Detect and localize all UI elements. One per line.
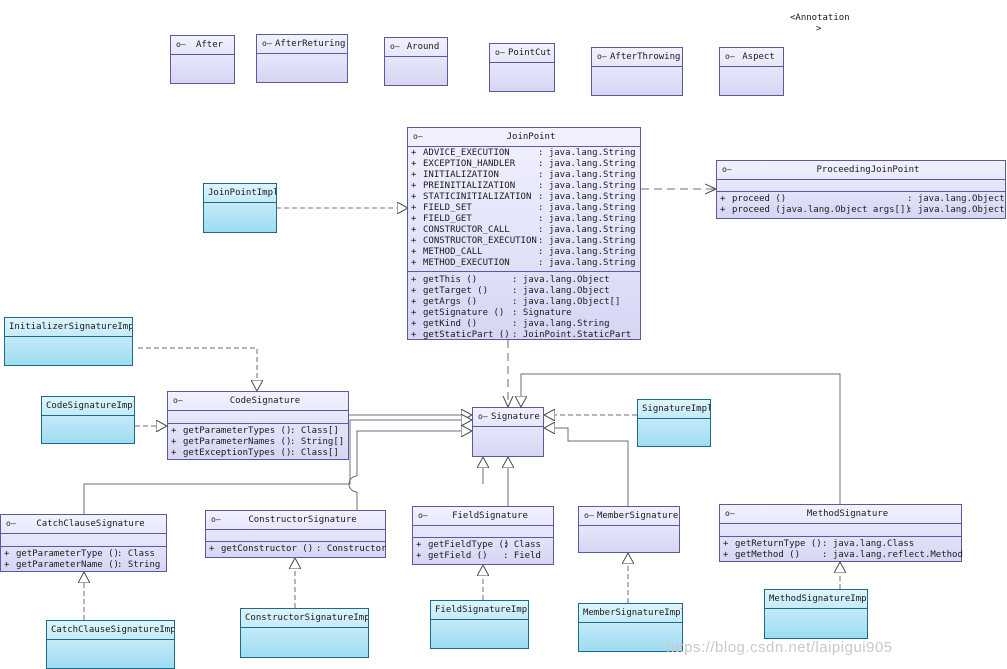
class-afterreturing[interactable]: o—AfterReturing xyxy=(256,34,348,83)
generalization-ctorsig-signature xyxy=(356,431,472,510)
class-codesignatureimpl[interactable]: CodeSignatureImpl xyxy=(41,396,135,444)
method-row: +getThis (): java.lang.Object xyxy=(411,275,610,285)
class-proceedingjoinpoint[interactable]: o—ProceedingJoinPoint +proceed (): java.… xyxy=(716,160,1006,219)
field-row: +EXCEPTION_HANDLER: java.lang.String xyxy=(411,159,636,169)
method-row: +getParameterTypes (): Class[] xyxy=(171,426,339,436)
field-row: +CONSTRUCTOR_CALL: java.lang.String xyxy=(411,225,636,235)
method-row: +getField (): Field xyxy=(416,551,541,561)
field-row: +FIELD_SET: java.lang.String xyxy=(411,203,636,213)
joinpoint-methods: +getThis (): java.lang.Object +getTarget… xyxy=(408,271,640,340)
field-row: +PREINITIALIZATION: java.lang.String xyxy=(411,181,636,191)
class-membersignature[interactable]: o—MemberSignature xyxy=(578,506,680,553)
class-initializersignatureimpl[interactable]: InitializerSignatureImpl xyxy=(4,317,133,366)
method-row: +getKind (): java.lang.String xyxy=(411,319,610,329)
joinpoint-fields: +ADVICE_EXECUTION: java.lang.String +EXC… xyxy=(408,146,640,271)
class-aspect[interactable]: o—Aspect xyxy=(719,47,784,96)
class-after[interactable]: o—After xyxy=(170,35,235,84)
method-row: +getSignature (): Signature xyxy=(411,308,572,318)
class-around[interactable]: o—Around xyxy=(384,37,448,86)
method-row: +getReturnType (): java.lang.Class xyxy=(723,539,915,549)
class-icon: o— xyxy=(478,412,488,421)
class-codesignature[interactable]: o—CodeSignature +getParameterTypes (): C… xyxy=(167,391,349,460)
method-row: +getTarget (): java.lang.Object xyxy=(411,286,610,296)
class-icon: o— xyxy=(413,132,423,141)
watermark-text: https://blog.csdn.net/laipigui905 xyxy=(666,639,893,656)
class-icon: o— xyxy=(262,39,272,48)
class-methodsignature[interactable]: o—MethodSignature +getReturnType (): jav… xyxy=(719,504,963,562)
generalization-methodsig-signature xyxy=(521,373,841,504)
method-row: +getParameterType (): Class xyxy=(4,549,155,559)
class-constructorsignature[interactable]: o—ConstructorSignature +getConstructor (… xyxy=(205,510,386,558)
method-row: +getMethod (): java.lang.reflect.Method xyxy=(723,550,963,560)
generalization-catchsig-signature xyxy=(83,420,472,514)
field-row: +METHOD_CALL: java.lang.String xyxy=(411,247,636,257)
class-fieldsignature[interactable]: o—FieldSignature +getFieldType (): Class… xyxy=(412,506,554,565)
field-row: +FIELD_GET: java.lang.String xyxy=(411,214,636,224)
field-row: +STATICINITIALIZATION: java.lang.String xyxy=(411,192,636,202)
class-icon: o— xyxy=(725,52,735,61)
class-icon: o— xyxy=(211,515,221,524)
method-row: +proceed (): java.lang.Object xyxy=(720,194,1005,204)
class-icon: o— xyxy=(722,165,732,174)
field-row: +METHOD_EXECUTION: java.lang.String xyxy=(411,258,636,268)
method-row: +getParameterName (): String xyxy=(4,560,161,570)
class-catchclausesignatureimpl[interactable]: CatchClauseSignatureImpl xyxy=(46,620,175,669)
field-row: +ADVICE_EXECUTION: java.lang.String xyxy=(411,148,636,158)
class-icon: o— xyxy=(173,396,183,405)
class-signature[interactable]: o—Signature xyxy=(472,407,544,457)
class-joinpointimpl[interactable]: JoinPointImpl xyxy=(203,183,277,233)
class-icon: o— xyxy=(176,40,186,49)
class-signatureimpl[interactable]: SignatureImpl xyxy=(637,399,711,447)
field-row: +INITIALIZATION: java.lang.String xyxy=(411,170,636,180)
class-pointcut[interactable]: o—PointCut xyxy=(489,43,555,92)
method-row: +getParameterNames (): String[] xyxy=(171,437,345,447)
field-row: +CONSTRUCTOR_EXECUTION: java.lang.String xyxy=(411,236,636,246)
generalization-membersig-signature xyxy=(544,428,629,506)
class-icon: o— xyxy=(597,52,607,61)
method-row: +getFieldType (): Class xyxy=(416,540,541,550)
method-row: +getArgs (): java.lang.Object[] xyxy=(411,297,621,307)
method-row: +proceed (java.lang.Object args[]): java… xyxy=(720,205,1005,215)
class-icon: o— xyxy=(390,42,400,51)
class-joinpoint[interactable]: o—JoinPoint +ADVICE_EXECUTION: java.lang… xyxy=(407,127,641,340)
class-icon: o— xyxy=(495,48,505,57)
annotation-stereotype: <Annotation > xyxy=(790,13,850,34)
class-icon: o— xyxy=(418,511,428,520)
class-icon: o— xyxy=(6,519,16,528)
method-row: +getConstructor (): Constructor xyxy=(209,544,387,554)
class-membersignatureimpl[interactable]: MemberSignatureImpl xyxy=(578,603,683,652)
class-icon: o— xyxy=(725,509,735,518)
line-hop xyxy=(348,475,358,493)
class-afterthrowing[interactable]: o—AfterThrowing xyxy=(591,47,683,96)
class-fieldsignatureimpl[interactable]: FieldSignatureImpl xyxy=(430,600,529,649)
class-icon: o— xyxy=(584,511,594,520)
class-methodsignatureimpl[interactable]: MethodSignatureImpl xyxy=(764,589,868,639)
class-constructorsignatureimpl[interactable]: ConstructorSignatureImpl xyxy=(240,608,369,658)
class-catchclausesignature[interactable]: o—CatchClauseSignature +getParameterType… xyxy=(0,514,167,572)
method-row: +getExceptionTypes (): Class[] xyxy=(171,448,339,458)
method-row: +getStaticPart (): JoinPoint.StaticPart xyxy=(411,330,632,340)
realization-initsigimpl-codesig xyxy=(138,347,257,391)
